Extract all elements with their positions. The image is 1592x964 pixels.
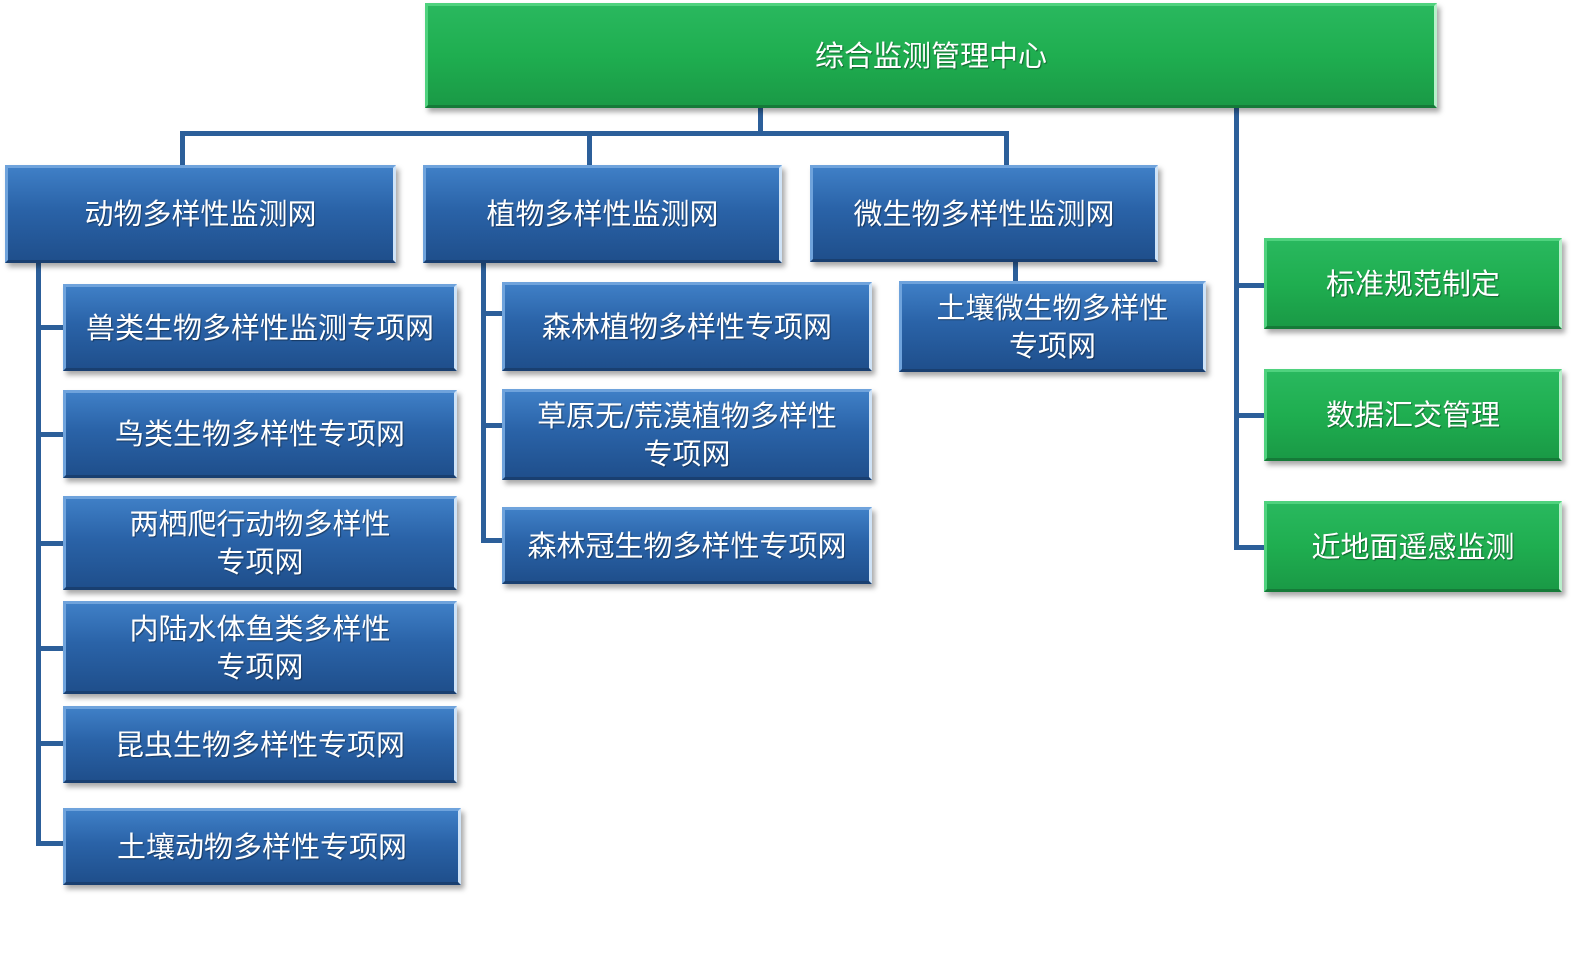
connector (758, 108, 763, 135)
root-node: 综合监测管理中心 (425, 3, 1437, 108)
connector (36, 541, 63, 546)
connector (180, 131, 1009, 136)
animal-network-node: 动物多样性监测网 (5, 165, 396, 263)
animal-subnet-node: 昆虫生物多样性专项网 (63, 706, 457, 783)
animal-subnet-node: 土壤动物多样性专项网 (63, 808, 461, 885)
connector (481, 538, 502, 543)
data-submission-node: 数据汇交管理 (1264, 369, 1562, 461)
connector (1234, 108, 1239, 550)
animal-subnet-node: 两栖爬行动物多样性专项网 (63, 496, 457, 590)
connector (36, 841, 63, 846)
remote-sensing-node: 近地面遥感监测 (1264, 501, 1562, 592)
connector (36, 646, 63, 651)
animal-subnet-node: 兽类生物多样性监测专项网 (63, 284, 457, 371)
connector (1234, 283, 1264, 288)
microbe-subnet-node: 土壤微生物多样性专项网 (899, 281, 1206, 372)
connector (36, 741, 63, 746)
connector (587, 131, 592, 165)
plant-subnet-node: 森林冠生物多样性专项网 (502, 507, 872, 584)
microbe-network-node: 微生物多样性监测网 (810, 165, 1158, 262)
connector (1004, 131, 1009, 165)
plant-subnet-node: 草原无/荒漠植物多样性专项网 (502, 389, 872, 480)
connector (36, 263, 41, 845)
connector (36, 432, 63, 437)
plant-subnet-node: 森林植物多样性专项网 (502, 282, 872, 371)
connector (481, 311, 502, 316)
connector (36, 325, 63, 330)
connector (1013, 262, 1018, 282)
connector (180, 131, 185, 165)
animal-subnet-node: 鸟类生物多样性专项网 (63, 390, 457, 478)
connector (1234, 545, 1264, 550)
connector (481, 423, 502, 428)
animal-subnet-node: 内陆水体鱼类多样性专项网 (63, 601, 457, 694)
standards-node: 标准规范制定 (1264, 238, 1562, 329)
connector (481, 263, 486, 542)
connector (1234, 413, 1264, 418)
plant-network-node: 植物多样性监测网 (423, 165, 782, 263)
